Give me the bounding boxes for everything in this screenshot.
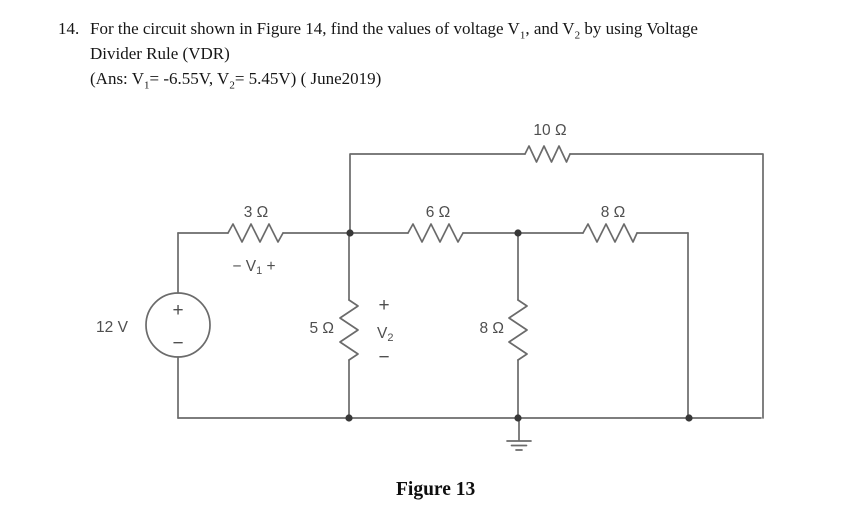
resistor-8ohm-mid-zigzag (508, 299, 528, 361)
resistor-10ohm-label: 10 Ω (533, 122, 566, 139)
problem-line-1-text: For the circuit shown in Figure 14, find… (90, 19, 520, 38)
node-dot (345, 414, 353, 422)
source-minus-sign: − (172, 333, 183, 354)
problem-number: 14. (58, 19, 80, 38)
wire-top-loop-left (349, 153, 526, 234)
resistor-5ohm-zigzag (339, 299, 359, 361)
v1-subscript: 1 (144, 79, 150, 92)
answer-text: = 5.45V) ( June2019) (234, 69, 382, 88)
v2-subscript: 2 (574, 29, 581, 42)
v1-prefix: − V (232, 258, 256, 275)
v1-suffix: + (262, 258, 275, 275)
resistor-6ohm-zigzag (407, 223, 464, 243)
source-plus-sign: + (172, 300, 183, 321)
node-dot (514, 414, 522, 422)
source-value-label: 12 V (96, 319, 129, 336)
resistor-5ohm-label: 5 Ω (309, 320, 334, 337)
v2-subscript: 2 (229, 79, 235, 92)
node-dot (346, 229, 354, 237)
resistor-8ohm-right-label: 8 Ω (601, 204, 626, 221)
problem-line-3: (Ans: V1= -6.55V, V2= 5.45V) ( June2019) (90, 66, 858, 91)
wire-top-loop-right (569, 153, 764, 419)
v2-plus-sign: + (378, 295, 389, 316)
v2-subscript: 2 (387, 332, 393, 344)
v1-subscript: 1 (519, 29, 526, 42)
answer-text: = -6.55V, V (149, 69, 230, 88)
resistor-8ohm-right-zigzag (582, 223, 638, 243)
problem-line-1-text: , and V (525, 19, 575, 38)
resistor-3ohm-label: 3 Ω (244, 204, 269, 221)
problem-line-1: 14. For the circuit shown in Figure 14, f… (58, 16, 858, 41)
problem-line-2: Divider Rule (VDR) (90, 41, 858, 66)
answer-text: (Ans: V (90, 69, 144, 88)
problem-statement: 14. For the circuit shown in Figure 14, f… (58, 16, 858, 91)
ground-icon (506, 417, 532, 451)
node-dot (514, 229, 522, 237)
v1-subscript: 1 (256, 265, 262, 277)
resistor-8ohm-mid-label: 8 Ω (479, 320, 504, 337)
problem-line-1-text: by using Voltage (580, 19, 698, 38)
figure-caption: Figure 13 (396, 479, 476, 500)
v1-polarity-label: − V1 + (232, 258, 275, 277)
resistor-6ohm-label: 6 Ω (426, 204, 451, 221)
node-dot (685, 414, 693, 422)
problem-line-2-text: Divider Rule (VDR) (90, 44, 230, 63)
v2-label: V2 (377, 325, 393, 344)
v2-minus-sign: − (378, 347, 389, 368)
resistor-10ohm-zigzag (524, 145, 571, 163)
v2-name: V (377, 325, 388, 342)
resistor-3ohm-zigzag (227, 223, 284, 243)
